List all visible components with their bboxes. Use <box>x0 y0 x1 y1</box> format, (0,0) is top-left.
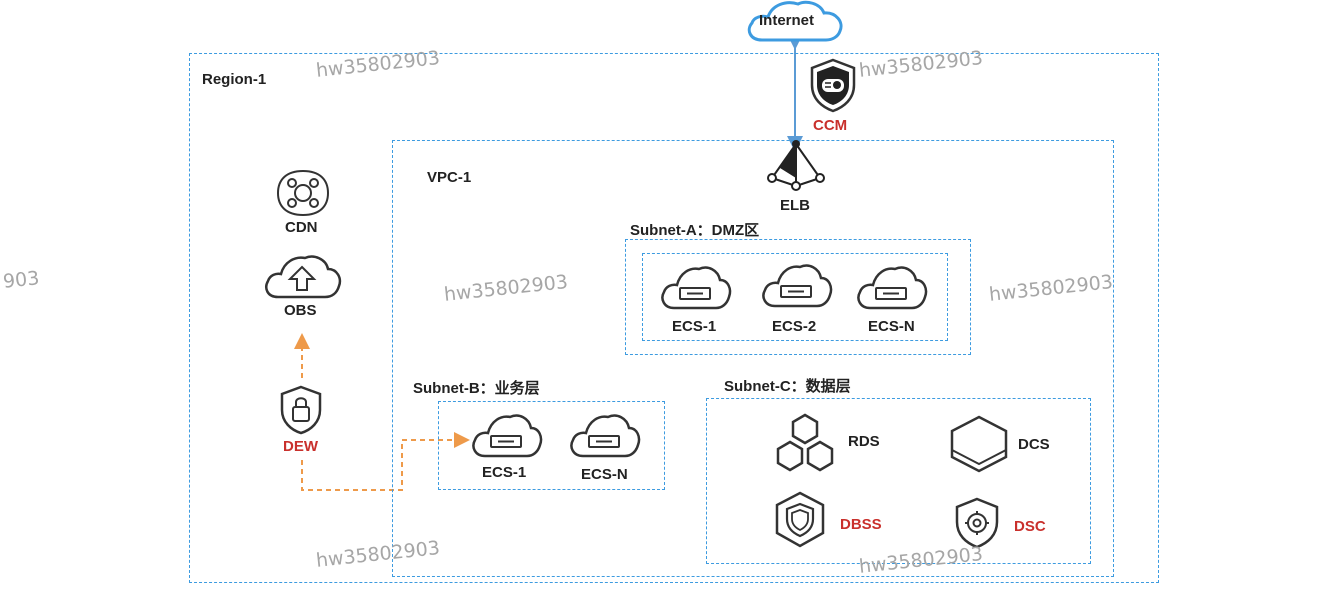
watermark-partial: 903 <box>2 267 41 293</box>
ecs-an-label: ECS-N <box>868 318 915 335</box>
region-label: Region-1 <box>202 71 267 88</box>
subnet-a-outer <box>625 239 971 355</box>
elb-icon <box>767 140 825 191</box>
dsc-label: DSC <box>1014 518 1046 535</box>
rds-label: RDS <box>848 433 880 450</box>
dew-ecs-arrow <box>301 432 470 491</box>
subnet-b-label: Subnet-B：业务层 <box>413 380 540 397</box>
ecs-a2-label: ECS-2 <box>772 318 817 335</box>
ecs-a2-server-icon <box>762 264 833 308</box>
dbss-label: DBSS <box>840 516 882 533</box>
obs-cloud-upload-icon <box>265 255 342 299</box>
ecs-a1-server-icon <box>661 266 732 310</box>
dcs-hexagon-icon <box>950 415 1008 473</box>
subnet-c-container <box>706 398 1091 564</box>
internet-label: Internet <box>759 12 815 29</box>
ecs-an-server-icon <box>857 266 928 310</box>
ecs-b1-label: ECS-1 <box>482 464 527 481</box>
obs-label: OBS <box>284 302 317 319</box>
dcs-label: DCS <box>1018 436 1050 453</box>
cdn-icon <box>276 169 330 217</box>
rds-hexagons-icon <box>776 413 834 472</box>
ecs-bn-label: ECS-N <box>581 466 628 483</box>
ecs-a1-label: ECS-1 <box>672 318 717 335</box>
region-container <box>189 53 1159 583</box>
subnet-b-container <box>438 401 665 490</box>
dbss-shield-icon <box>775 491 825 548</box>
vpc-label: VPC-1 <box>427 169 472 186</box>
subnet-c-label: Subnet-C：数据层 <box>724 378 851 395</box>
ccm-label: CCM <box>813 117 848 134</box>
vpc-container <box>392 140 1114 577</box>
subnet-a-label: Subnet-A：DMZ区 <box>630 222 760 239</box>
dew-label: DEW <box>283 438 318 455</box>
ecs-b1-server-icon <box>472 414 543 458</box>
internet-cloud-icon <box>747 0 843 42</box>
dsc-shield-gear-icon <box>955 497 999 549</box>
ccm-shield-icon <box>810 58 856 113</box>
elb-label: ELB <box>780 197 810 214</box>
cdn-label: CDN <box>285 219 318 236</box>
subnet-a-inner <box>642 253 948 341</box>
ecs-bn-server-icon <box>570 414 641 458</box>
dew-shield-lock-icon <box>280 385 322 435</box>
